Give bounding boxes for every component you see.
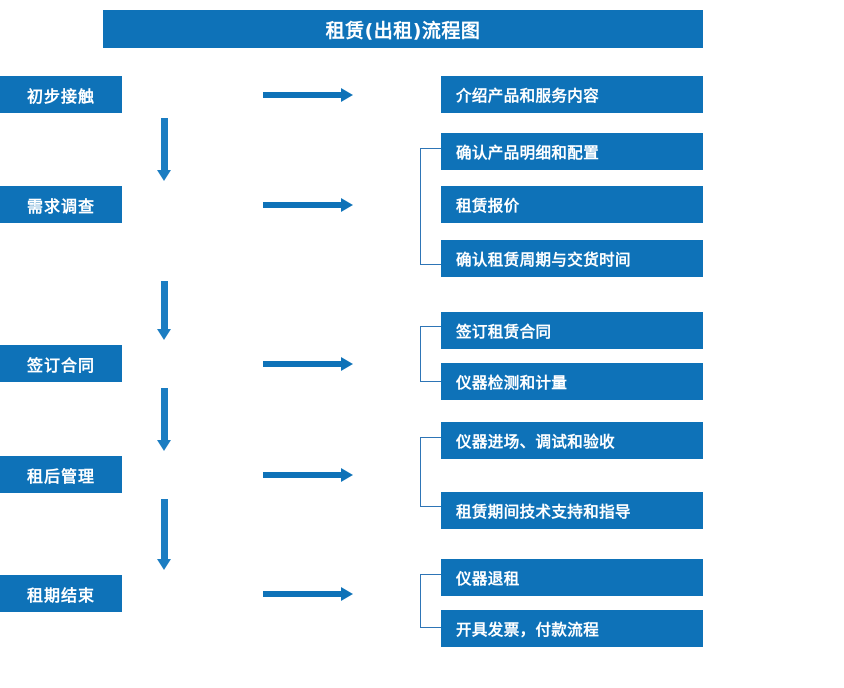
detail-box-10[interactable]: 开具发票，付款流程 <box>441 610 703 647</box>
detail-box-9[interactable]: 仪器退租 <box>441 559 703 596</box>
bracket-connector-3 <box>420 326 441 382</box>
stage-box-2[interactable]: 需求调查 <box>0 186 122 223</box>
stage-box-5[interactable]: 租期结束 <box>0 575 122 612</box>
vertical-arrow-3 <box>157 388 171 451</box>
bracket-connector-2 <box>420 148 441 265</box>
detail-box-1[interactable]: 介绍产品和服务内容 <box>441 76 703 113</box>
detail-box-6[interactable]: 仪器检测和计量 <box>441 363 703 400</box>
vertical-arrow-1 <box>157 118 171 181</box>
diagram-title: 租赁(出租)流程图 <box>103 10 703 48</box>
detail-box-3[interactable]: 租赁报价 <box>441 186 703 223</box>
horizontal-arrow-4 <box>263 468 353 482</box>
horizontal-arrow-1 <box>263 88 353 102</box>
detail-box-7[interactable]: 仪器进场、调试和验收 <box>441 422 703 459</box>
vertical-arrow-4 <box>157 499 171 570</box>
detail-box-5[interactable]: 签订租赁合同 <box>441 312 703 349</box>
detail-box-4[interactable]: 确认租赁周期与交货时间 <box>441 240 703 277</box>
stage-box-3[interactable]: 签订合同 <box>0 345 122 382</box>
vertical-arrow-2 <box>157 281 171 340</box>
bracket-connector-5 <box>420 574 441 628</box>
horizontal-arrow-5 <box>263 587 353 601</box>
horizontal-arrow-2 <box>263 198 353 212</box>
stage-box-4[interactable]: 租后管理 <box>0 456 122 493</box>
detail-box-8[interactable]: 租赁期间技术支持和指导 <box>441 492 703 529</box>
stage-box-1[interactable]: 初步接触 <box>0 76 122 113</box>
bracket-connector-4 <box>420 437 441 507</box>
detail-box-2[interactable]: 确认产品明细和配置 <box>441 133 703 170</box>
horizontal-arrow-3 <box>263 357 353 371</box>
